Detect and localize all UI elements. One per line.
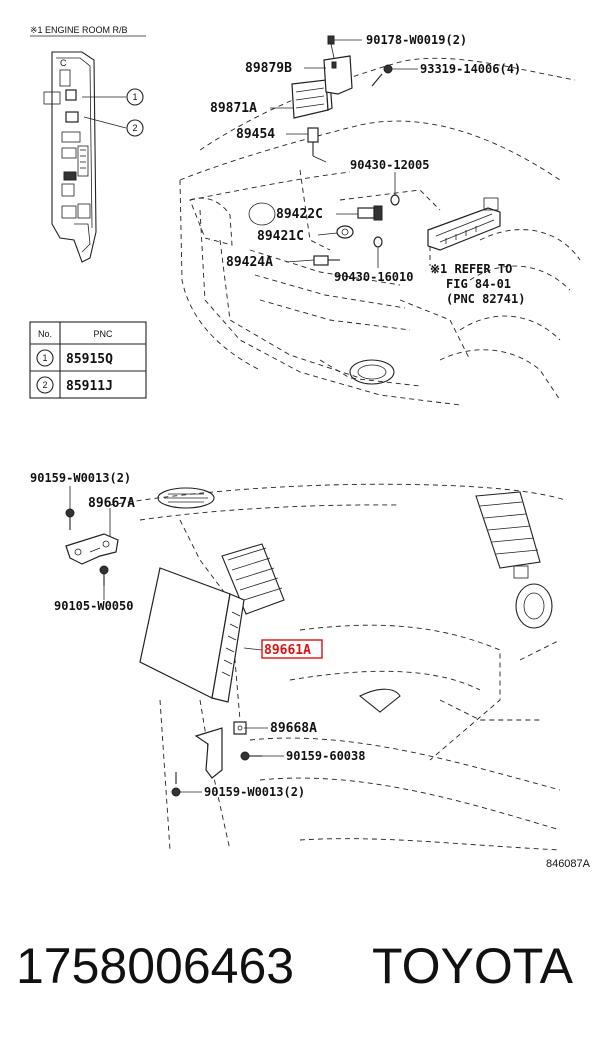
refer-note-line-2: FIG 84-01 [446, 277, 511, 291]
label-90159-60038: 90159-60038 [286, 749, 365, 763]
label-90159-w0013-bottom: 90159-W0013(2) [204, 785, 305, 799]
table-header-no: No. [38, 329, 52, 339]
svg-text:C: C [60, 58, 67, 68]
svg-text:2: 2 [132, 123, 137, 133]
clip-90430a [390, 194, 400, 206]
table-row-2-pnc: 85911J [66, 379, 113, 394]
bracket-89668a [194, 721, 247, 779]
dashboard-drawing [109, 483, 566, 851]
label-89661a-highlighted: 89661A [264, 643, 311, 658]
bolt-90159-w0013-top [65, 508, 75, 530]
table-row-1-pnc: 85915Q [66, 352, 113, 367]
label-89668a: 89668A [270, 721, 317, 736]
label-90430-16010: 90430-16010 [334, 270, 413, 284]
label-89871a: 89871A [210, 101, 257, 116]
callout-1: 1 [126, 88, 144, 106]
sensor-89454 [307, 127, 327, 163]
label-90178-w0019: 90178-W0019(2) [366, 33, 467, 47]
highlight-box-89661a [261, 639, 323, 659]
svg-text:1: 1 [132, 92, 137, 102]
refer-note-line-1: ※1 REFER TO [430, 262, 512, 276]
pnc-table: No. PNC 1 85915Q 2 85911J [29, 321, 147, 399]
relay-block-drawing: C [43, 51, 127, 263]
sensor-89422c [357, 205, 383, 221]
bolt-90159-60038 [240, 751, 262, 761]
table-row-2-no: 2 [42, 380, 47, 390]
refer-note-line-3: (PNC 82741) [446, 292, 525, 306]
sensor-89421c [336, 225, 354, 239]
label-90430-12005: 90430-12005 [350, 158, 429, 172]
label-89422c: 89422C [276, 207, 323, 222]
bracket-89667a [65, 533, 119, 565]
bolt-90159-w0013-bottom [171, 772, 181, 797]
table-header-pnc: PNC [93, 329, 113, 339]
footer-bar: 1758006463 TOYOTA [0, 935, 600, 1015]
table-row-1-no: 1 [42, 353, 47, 363]
label-89454: 89454 [236, 127, 275, 142]
bracket-89879b [323, 35, 353, 95]
label-89424a: 89424A [226, 255, 273, 270]
engine-room-label: ※1 ENGINE ROOM R/B [30, 25, 128, 35]
clip-90430b [373, 236, 383, 248]
bolt-90105-w0050 [99, 565, 109, 586]
label-93319-14006: 93319-14006(4) [420, 62, 521, 76]
footer-brand: TOYOTA [372, 938, 573, 994]
callout-2: 2 [126, 119, 144, 137]
vehicle-front-drawing [179, 57, 581, 406]
drawing-code: 846087A [546, 858, 591, 870]
label-89421c: 89421C [257, 229, 304, 244]
footer-part-number: 1758006463 [16, 938, 295, 994]
bolt-93319 [371, 64, 393, 87]
label-90105-w0050: 90105-W0050 [54, 599, 133, 613]
label-89879b: 89879B [245, 61, 292, 76]
label-89667a: 89667A [88, 496, 135, 511]
ecu-89661a [139, 567, 245, 703]
sensor-89424a [313, 255, 340, 266]
label-90159-w0013-top: 90159-W0013(2) [30, 471, 131, 485]
relay-block-82741 [427, 197, 501, 266]
